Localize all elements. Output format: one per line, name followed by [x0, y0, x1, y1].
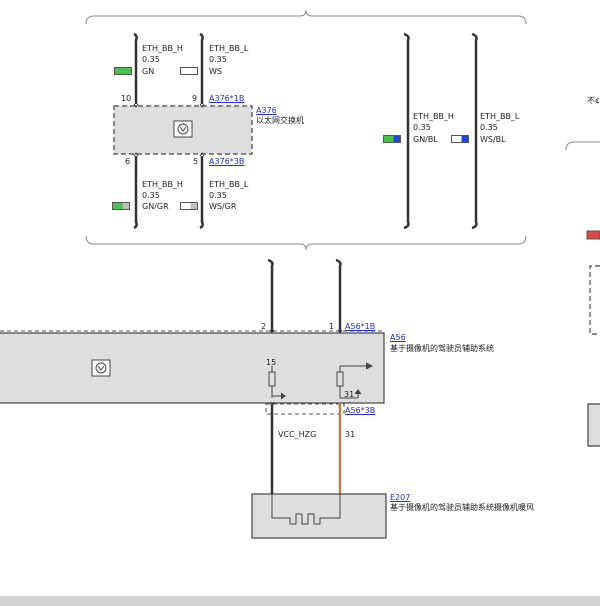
- heater-wire-31-label: 31: [345, 430, 356, 439]
- sw-ref-link[interactable]: A376: [256, 106, 277, 115]
- cut-off-text: 不¢: [587, 96, 600, 105]
- switch-module-icon: [173, 120, 193, 138]
- sw-bot-h-color: GN/GR: [142, 202, 169, 211]
- sw-conn-bottom-link[interactable]: A376*3B: [209, 157, 245, 166]
- adas-conn-top-link[interactable]: A56*1B: [345, 322, 376, 331]
- sw-top-h-color: GN: [142, 67, 155, 76]
- pass-l-signal: ETH_BB_L: [480, 112, 520, 121]
- footer-bar: [0, 596, 600, 606]
- adas-module[interactable]: [0, 332, 385, 404]
- adas-ref-link[interactable]: A56: [390, 333, 406, 342]
- adas-pin-31: 31: [344, 390, 355, 399]
- bottom-brace: [85, 235, 527, 251]
- pass-h-color: GN/BL: [413, 135, 438, 144]
- pass-l-color-swatch: [451, 135, 469, 143]
- heater-ref-link[interactable]: E207: [390, 493, 411, 502]
- sw-top-h-size: 0.35: [142, 55, 160, 64]
- sw-pin-10: 10: [121, 94, 132, 103]
- sw-pin-6: 6: [125, 157, 131, 166]
- pass-h-size: 0.35: [413, 123, 431, 132]
- pass-wire-h: [403, 32, 410, 230]
- switch-wire-1b-h: [133, 32, 138, 104]
- switch-wire-3b-h: [133, 156, 138, 230]
- right-partial-brace: [565, 141, 600, 151]
- pass-l-color: WS/BL: [480, 135, 506, 144]
- adas-pin-1: 1: [329, 322, 335, 331]
- heater-element-icon: [271, 494, 341, 525]
- adas-pin-2: 2: [261, 322, 267, 331]
- sw-bot-l-signal: ETH_BB_L: [209, 180, 249, 189]
- pass-h-color-swatch: [383, 135, 401, 143]
- bus-wire-2: [267, 258, 274, 332]
- sw-top-h-signal: ETH_BB_H: [142, 44, 183, 53]
- heater-name: 基于摄像机的驾驶员辅助系统摄像机暖风: [390, 503, 534, 512]
- sw-conn-top-link[interactable]: A376*1B: [209, 94, 245, 103]
- right-partial-red-swatch: [586, 230, 600, 240]
- sw-pin-9: 9: [192, 94, 198, 103]
- sw-pin-5: 5: [193, 157, 199, 166]
- adas-pin-15: 15: [266, 358, 277, 367]
- right-partial-module-dashed: [589, 265, 600, 335]
- pass-l-size: 0.35: [480, 123, 498, 132]
- sw-bot-l-color: WS/GR: [209, 202, 237, 211]
- switch-wire-3b-l: [199, 156, 204, 230]
- sw-bot-h-color-swatch: [112, 202, 130, 210]
- pass-wire-l: [471, 32, 478, 230]
- sw-top-l-size: 0.35: [209, 55, 227, 64]
- sw-top-l-color-swatch: [180, 67, 198, 75]
- right-partial-module: [587, 403, 600, 447]
- adas-internal-circuit: [268, 362, 374, 400]
- sw-bot-l-size: 0.35: [209, 191, 227, 200]
- sw-bot-h-size: 0.35: [142, 191, 160, 200]
- switch-wire-1b-l: [199, 32, 204, 104]
- heater-wire-vcc-label: VCC_HZG: [278, 430, 317, 439]
- heater-module[interactable]: [251, 493, 387, 539]
- adas-name: 基于摄像机的驾驶员辅助系统: [390, 344, 494, 353]
- bus-wire-1: [335, 258, 342, 332]
- sw-top-l-signal: ETH_BB_L: [209, 44, 249, 53]
- pass-h-signal: ETH_BB_H: [413, 112, 454, 121]
- sw-bot-l-color-swatch: [180, 202, 198, 210]
- sw-top-h-color-swatch: [114, 67, 132, 75]
- sw-name: 以太网交换机: [256, 116, 304, 125]
- adas-connector-3b: [265, 403, 345, 415]
- top-brace: [85, 9, 527, 25]
- sw-bot-h-signal: ETH_BB_H: [142, 180, 183, 189]
- adas-conn-bottom-link[interactable]: A56*3B: [345, 406, 376, 415]
- sw-top-l-color: WS: [209, 67, 222, 76]
- adas-module-icon: [91, 359, 111, 377]
